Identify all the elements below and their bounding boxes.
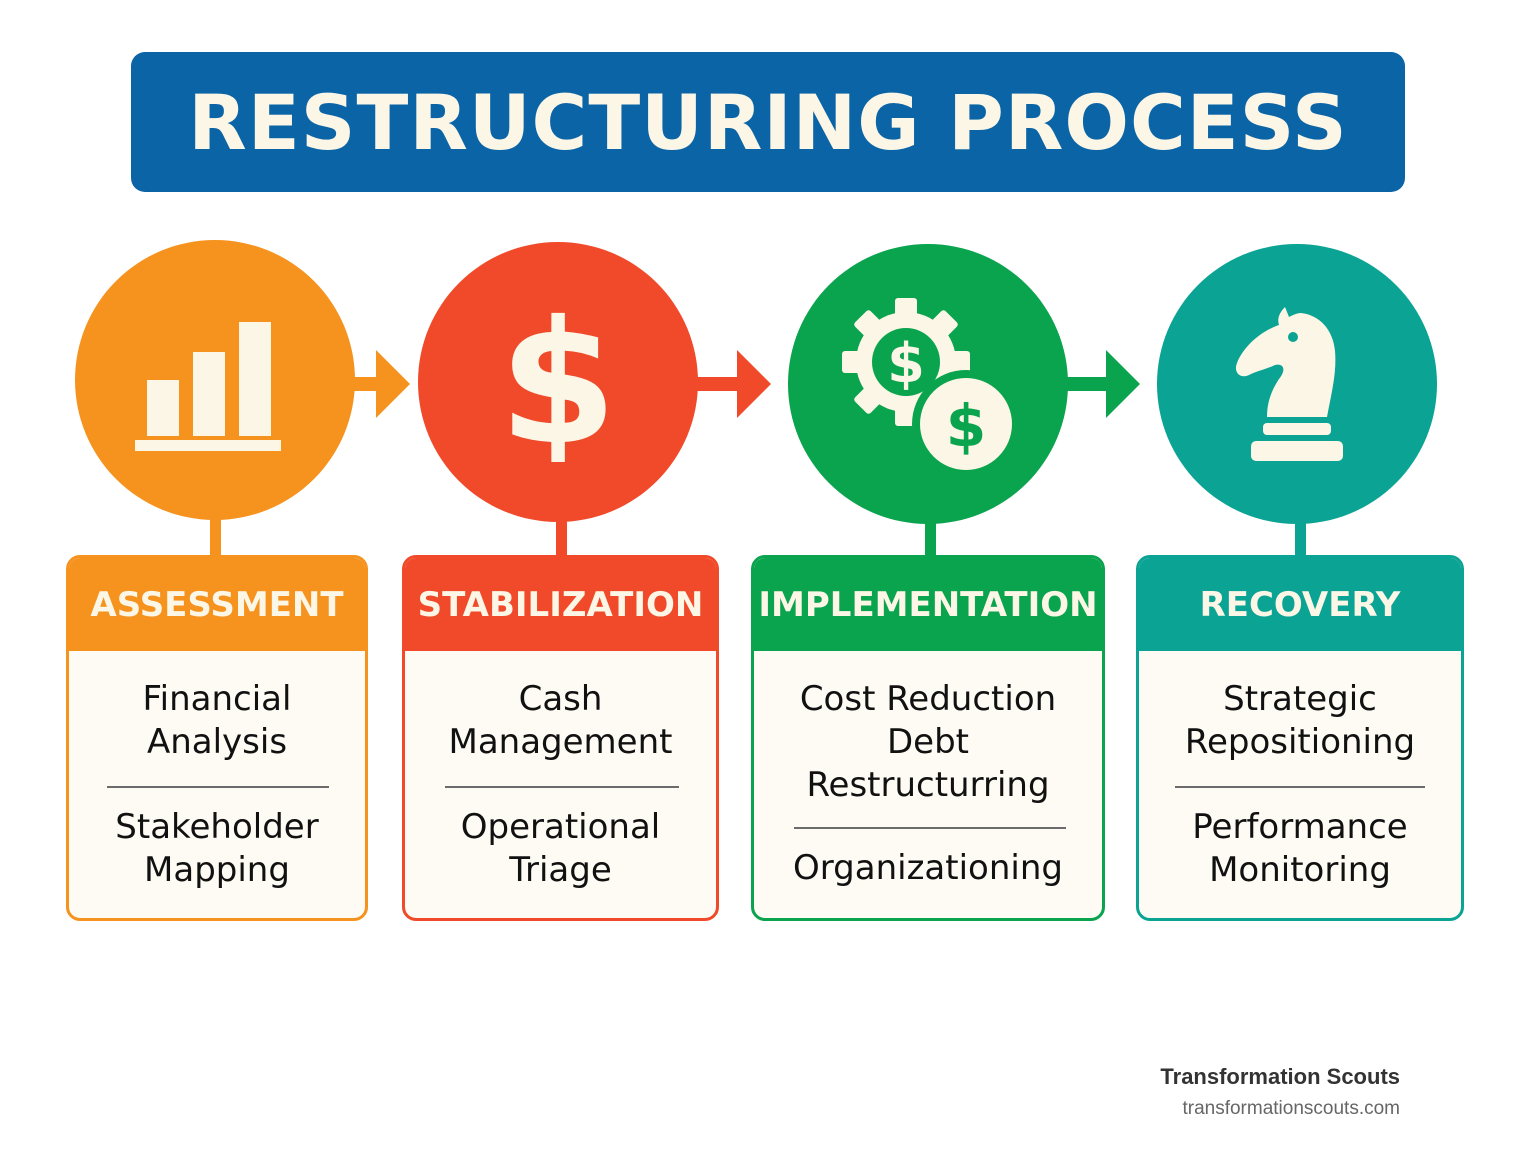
step-item: Performance Monitoring [1192,807,1408,890]
step-recovery-circle [1157,244,1437,524]
arrow-right-icon [1066,350,1140,418]
step-assessment-circle [75,240,355,520]
step-item: Cash Management [448,679,673,762]
svg-text:$: $ [499,302,617,462]
step-item: Cost Reduction Debt Restructurring [799,679,1057,805]
item-divider [1175,786,1425,788]
svg-text:$: $ [887,332,925,395]
step-assessment-card: ASSESSMENT Financial Analysis Stakeholde… [66,555,368,921]
step-heading: ASSESSMENT [69,558,365,651]
step-stabilization-circle: $ [418,242,698,522]
step-recovery-connector [1295,519,1306,555]
step-item: Organizationing [793,848,1063,888]
arrow-right-icon [695,350,771,418]
step-stabilization-connector [556,519,567,555]
dollar-sign-icon: $ [499,302,617,462]
title-banner: RESTRUCTURING PROCESS [131,52,1405,192]
step-heading: RECOVERY [1139,558,1461,651]
brand-url: transformationscouts.com [1182,1098,1400,1119]
item-divider [107,786,329,788]
footer-brand: Transformation Scouts transformationscou… [1160,1064,1400,1120]
step-stabilization-card: STABILIZATION Cash Management Operationa… [402,555,719,921]
step-implementation-connector [925,519,936,555]
step-implementation-circle: $ $ [788,244,1068,524]
gear-dollar-icon: $ $ [842,298,1020,478]
arrow-right-icon [352,350,410,418]
step-item: Strategic Repositioning [1184,679,1416,762]
item-divider [794,827,1066,829]
step-heading: IMPLEMENTATION [754,558,1102,651]
step-assessment-connector [210,519,221,555]
step-implementation-card: IMPLEMENTATION Cost Reduction Debt Restr… [751,555,1105,921]
svg-text:$: $ [946,392,986,460]
step-recovery-card: RECOVERY Strategic Repositioning Perform… [1136,555,1464,921]
step-item: Operational Triage [460,807,661,890]
step-item: Stakeholder Mapping [115,807,319,890]
brand-name: Transformation Scouts [1160,1064,1400,1089]
chess-knight-icon [1235,307,1343,461]
bar-chart-icon [135,322,281,451]
item-divider [445,786,679,788]
page-title: RESTRUCTURING PROCESS [188,77,1348,167]
step-item: Financial Analysis [142,679,292,762]
step-heading: STABILIZATION [405,558,716,651]
